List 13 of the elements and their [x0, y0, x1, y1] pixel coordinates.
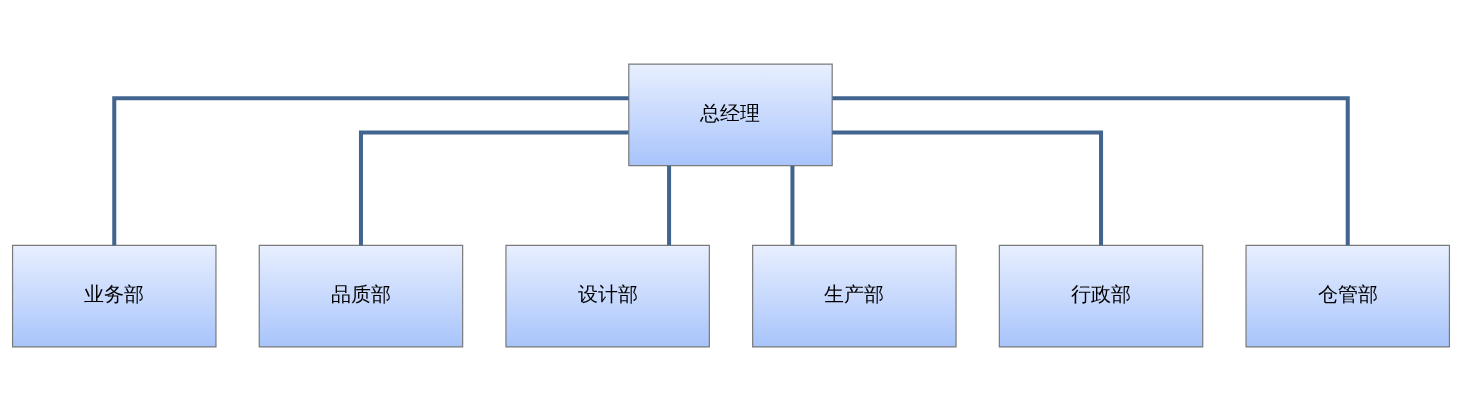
- node-box: 行政部: [998, 244, 1204, 348]
- connector: [358, 130, 629, 245]
- node-box: 生产部: [752, 244, 957, 348]
- node-box: 仓管部: [1245, 244, 1451, 348]
- node-box: 品质部: [258, 244, 464, 348]
- connector: [112, 95, 629, 245]
- connector: [832, 95, 1350, 245]
- connector: [667, 165, 672, 245]
- connector: [790, 165, 795, 245]
- connector: [832, 130, 1104, 245]
- node-box: 业务部: [11, 244, 217, 348]
- node-box: 总经理: [628, 62, 833, 166]
- node-box: 设计部: [505, 244, 710, 348]
